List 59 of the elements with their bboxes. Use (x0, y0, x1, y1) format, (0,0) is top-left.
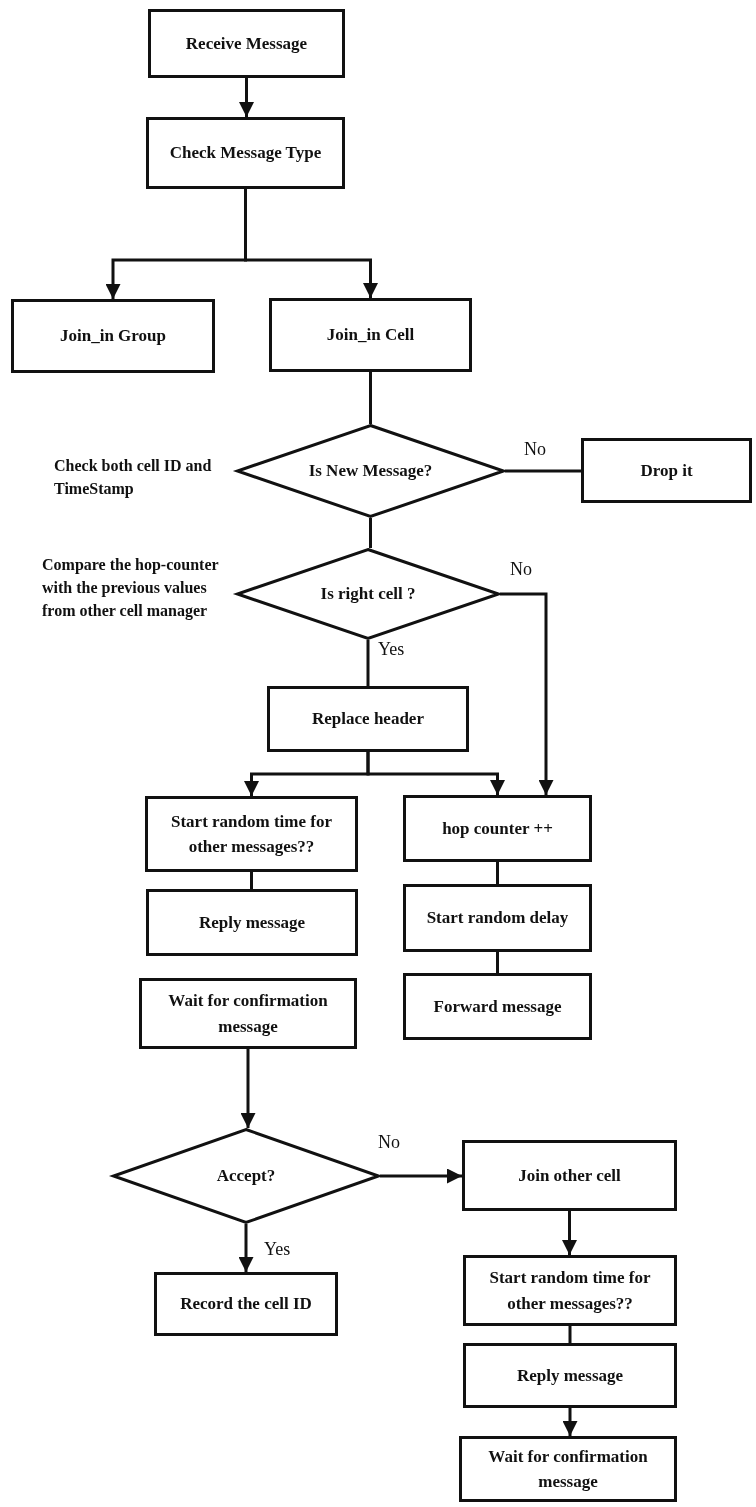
process-box (146, 117, 345, 189)
arrow (562, 1211, 577, 1255)
process-box (463, 1255, 677, 1326)
node-label: Is New Message? (308, 460, 433, 483)
node-label: Replace header (312, 708, 424, 731)
note-text: Check both cell ID and TimeStamp (54, 456, 213, 500)
node-label: Wait for confirmation message (167, 990, 329, 1038)
process-box (403, 884, 592, 952)
process-box (145, 796, 358, 872)
arrow (239, 78, 254, 117)
node-label: Wait for confirmation message (487, 1445, 649, 1493)
node-label: Start random time for other messages?? (488, 1267, 652, 1315)
connector-line (568, 1326, 572, 1343)
node-label: Check Message Type (169, 142, 322, 165)
node-label: Reply message (516, 1364, 624, 1387)
process-box (463, 1343, 677, 1408)
process-box (403, 973, 592, 1040)
node-label: Record the cell ID (180, 1293, 312, 1316)
connector-line (369, 372, 372, 424)
arrow (240, 1049, 256, 1128)
process-box (462, 1140, 677, 1211)
arrow (238, 1224, 254, 1272)
node-label: Drop it (640, 459, 693, 482)
decision-diamond (236, 424, 505, 518)
decision-diamond (236, 548, 500, 640)
arrow (500, 592, 554, 795)
connector-line (369, 518, 372, 548)
arrow (380, 1168, 462, 1184)
arrow (562, 1408, 578, 1436)
node-label: Join other cell (518, 1164, 621, 1187)
connector-line (366, 640, 370, 686)
process-box (154, 1272, 338, 1336)
node-label: Start random time for other messages?? (170, 810, 333, 858)
process-box (146, 889, 358, 956)
node-label: Join_in Cell (326, 324, 415, 347)
process-box (11, 299, 215, 373)
node-label: Start random delay (426, 907, 569, 930)
connector-line (496, 952, 499, 973)
decision-diamond (112, 1128, 380, 1224)
process-box (459, 1436, 677, 1502)
process-box (148, 9, 345, 78)
node-label: Is right cell ? (320, 583, 416, 606)
arrow (366, 752, 505, 795)
node-label: Join_in Group (60, 325, 166, 348)
node-label: Reply message (198, 911, 306, 934)
process-box (403, 795, 592, 862)
node-label: Accept? (216, 1165, 276, 1188)
connector-line (496, 862, 499, 884)
node-label: Forward message (433, 995, 562, 1018)
connector-line (250, 872, 253, 889)
process-box (581, 438, 752, 503)
process-box (139, 978, 357, 1049)
note-text: Compare the hop-counter with the previous values from other cell manager (42, 555, 220, 622)
arrow (244, 189, 378, 298)
node-label: hop counter ++ (442, 817, 553, 840)
process-box (269, 298, 472, 372)
connector-line (505, 469, 581, 473)
node-label: Receive Message (185, 32, 308, 55)
process-box (267, 686, 469, 752)
